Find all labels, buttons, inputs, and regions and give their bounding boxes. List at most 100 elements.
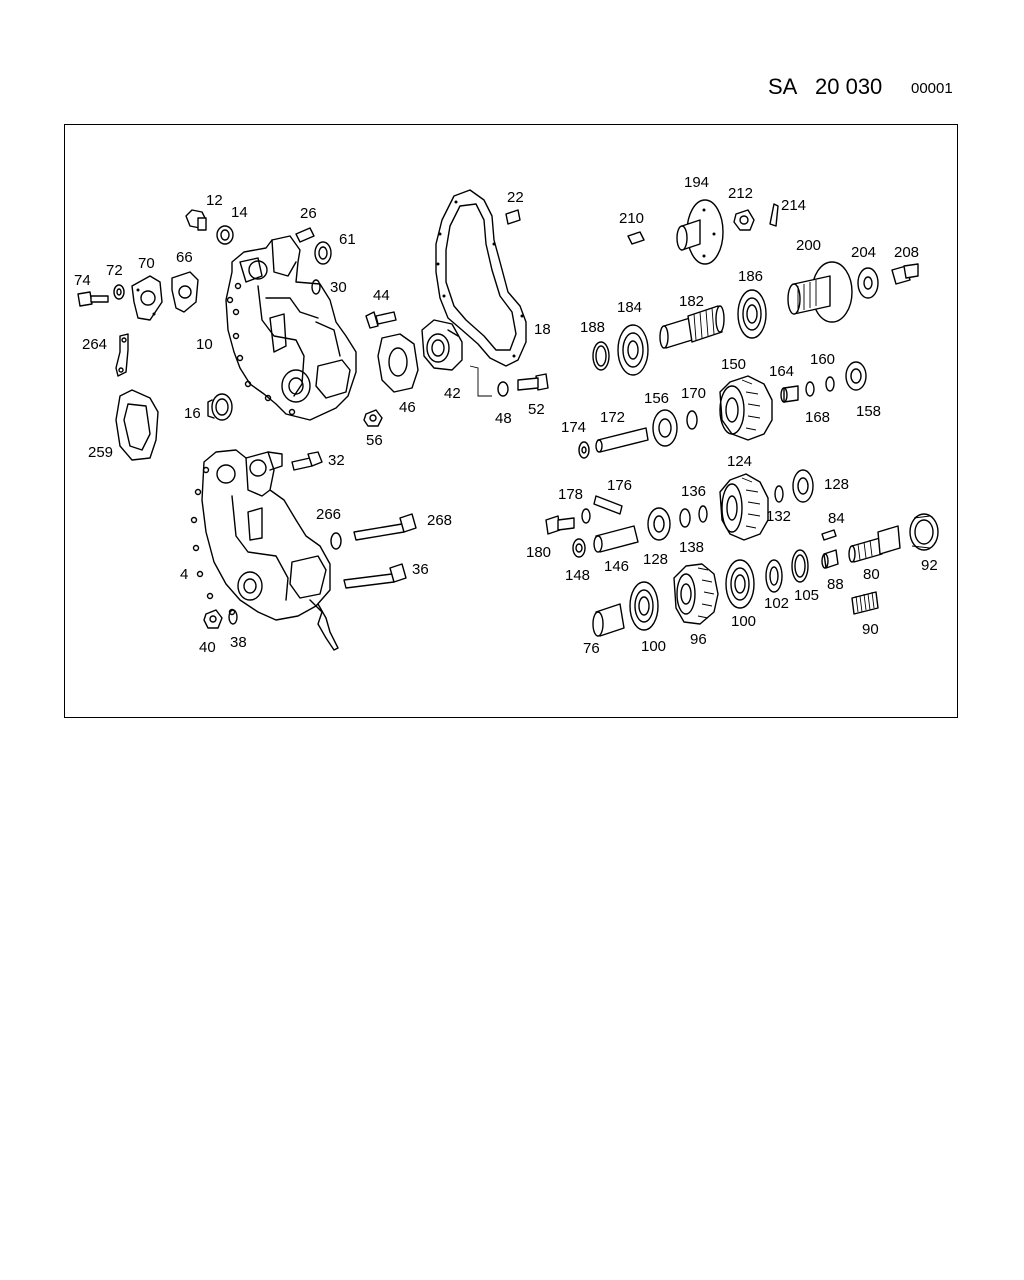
gear-124 bbox=[719, 473, 769, 541]
label-210: 210 bbox=[619, 210, 644, 227]
plug-12 bbox=[185, 209, 207, 231]
label-100-left: 100 bbox=[641, 638, 666, 655]
label-184: 184 bbox=[617, 299, 642, 316]
bolt-74 bbox=[77, 291, 109, 307]
label-88: 88 bbox=[827, 576, 844, 593]
bearing-158 bbox=[845, 361, 867, 391]
label-70: 70 bbox=[138, 255, 155, 272]
bracket-264 bbox=[115, 333, 129, 377]
label-164: 164 bbox=[769, 363, 794, 380]
shaft-172 bbox=[595, 427, 649, 453]
label-208: 208 bbox=[894, 244, 919, 261]
label-182: 182 bbox=[679, 293, 704, 310]
housing-lower-4 bbox=[190, 449, 339, 651]
label-48: 48 bbox=[495, 410, 512, 427]
dowel-22 bbox=[505, 209, 521, 225]
label-90: 90 bbox=[862, 621, 879, 638]
gasket-46 bbox=[377, 333, 419, 393]
o-ring-30 bbox=[311, 279, 321, 295]
bearing-184 bbox=[617, 324, 649, 376]
label-22: 22 bbox=[507, 189, 524, 206]
label-158: 158 bbox=[856, 403, 881, 420]
ring-14 bbox=[216, 225, 234, 245]
label-266: 266 bbox=[316, 506, 341, 523]
gear-92 bbox=[909, 513, 939, 551]
ring-136 bbox=[679, 508, 691, 528]
seal-16 bbox=[207, 393, 233, 421]
cotter-pin-214 bbox=[769, 203, 779, 227]
label-174: 174 bbox=[561, 419, 586, 436]
label-16: 16 bbox=[184, 405, 201, 422]
label-186: 186 bbox=[738, 268, 763, 285]
ring-170 bbox=[686, 410, 698, 430]
label-132: 132 bbox=[766, 508, 791, 525]
washer-178 bbox=[581, 508, 591, 524]
gear-150 bbox=[719, 375, 773, 441]
ring-188 bbox=[592, 341, 610, 371]
label-105: 105 bbox=[794, 587, 819, 604]
label-194: 194 bbox=[684, 174, 709, 191]
flange-200 bbox=[787, 261, 853, 323]
sleeve-76 bbox=[592, 603, 625, 637]
label-102: 102 bbox=[764, 595, 789, 612]
label-204: 204 bbox=[851, 244, 876, 261]
ring-132 bbox=[774, 485, 784, 503]
label-214: 214 bbox=[781, 197, 806, 214]
nut-56 bbox=[363, 409, 383, 427]
label-148: 148 bbox=[565, 567, 590, 584]
diagram-frame bbox=[64, 124, 958, 718]
dowel-210 bbox=[627, 231, 645, 245]
nut-212 bbox=[733, 209, 755, 231]
plate-176 bbox=[593, 495, 623, 515]
label-176: 176 bbox=[607, 477, 632, 494]
label-96: 96 bbox=[690, 631, 707, 648]
label-170: 170 bbox=[681, 385, 706, 402]
sheet-prefix: SA bbox=[768, 74, 798, 99]
ring-138 bbox=[698, 505, 708, 523]
ring-160 bbox=[825, 376, 835, 392]
label-40: 40 bbox=[199, 639, 216, 656]
label-138: 138 bbox=[679, 539, 704, 556]
label-42: 42 bbox=[444, 385, 461, 402]
shaft-182 bbox=[659, 305, 725, 349]
ring-105 bbox=[791, 549, 809, 583]
cover-42 bbox=[421, 319, 463, 371]
label-66: 66 bbox=[176, 249, 193, 266]
label-30: 30 bbox=[330, 279, 347, 296]
washer-148 bbox=[572, 538, 586, 558]
bolt-44 bbox=[365, 311, 397, 329]
label-136: 136 bbox=[681, 483, 706, 500]
ring-102 bbox=[765, 559, 783, 593]
label-61: 61 bbox=[339, 231, 356, 248]
label-188: 188 bbox=[580, 319, 605, 336]
label-168: 168 bbox=[805, 409, 830, 426]
label-264: 264 bbox=[82, 336, 107, 353]
label-124: 124 bbox=[727, 453, 752, 470]
washer-72 bbox=[113, 284, 125, 300]
label-180: 180 bbox=[526, 544, 551, 561]
label-200: 200 bbox=[796, 237, 821, 254]
label-212: 212 bbox=[728, 185, 753, 202]
sheet-code: 00001 bbox=[911, 80, 953, 97]
bearing-156 bbox=[652, 409, 678, 447]
gasket-18 bbox=[435, 189, 527, 367]
label-146: 146 bbox=[604, 558, 629, 575]
bearing-128-lower bbox=[647, 507, 671, 541]
label-92: 92 bbox=[921, 557, 938, 574]
housing-upper-10 bbox=[225, 235, 357, 421]
label-150: 150 bbox=[721, 356, 746, 373]
label-76: 76 bbox=[583, 640, 600, 657]
flange-194 bbox=[676, 199, 724, 265]
bolt-32 bbox=[291, 451, 323, 471]
label-4: 4 bbox=[180, 566, 188, 583]
needle-bearing-90 bbox=[851, 591, 879, 615]
label-18: 18 bbox=[534, 321, 551, 338]
gear-96 bbox=[673, 563, 719, 625]
sleeve-164 bbox=[780, 385, 799, 403]
label-259: 259 bbox=[88, 444, 113, 461]
label-12: 12 bbox=[206, 192, 223, 209]
label-178: 178 bbox=[558, 486, 583, 503]
gasket-66 bbox=[171, 271, 199, 313]
label-84: 84 bbox=[828, 510, 845, 527]
sheet-number: 20 030 bbox=[815, 74, 883, 99]
